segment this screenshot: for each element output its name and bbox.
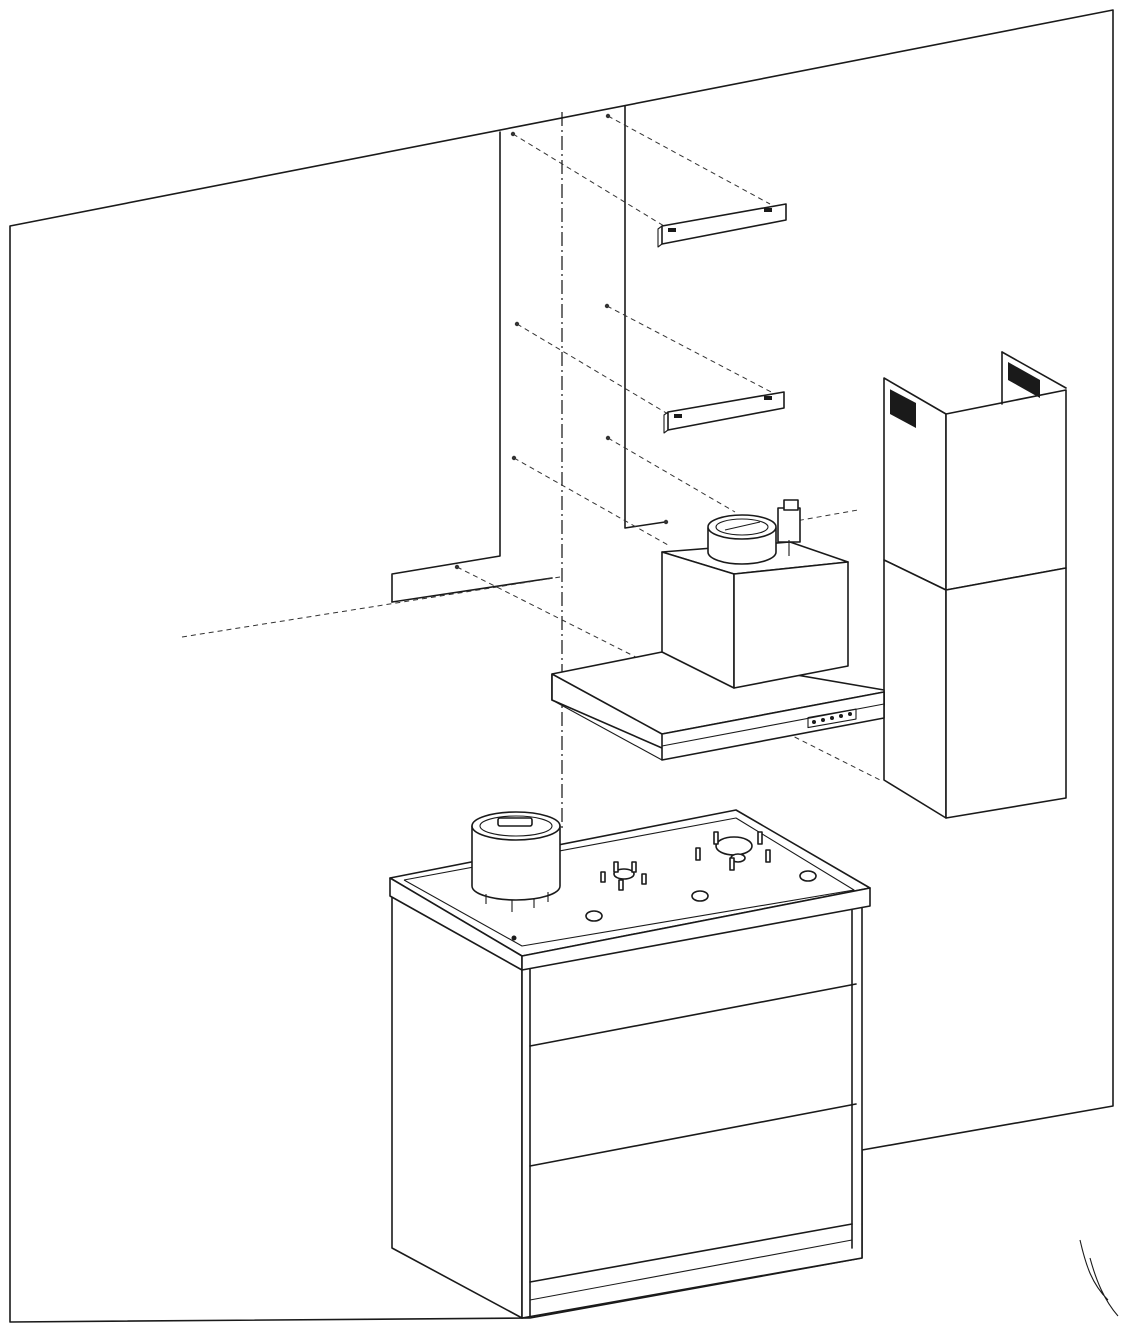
chimney-bracket-lower xyxy=(663,391,785,434)
chimney-bracket-upper xyxy=(657,203,787,248)
wall-mounting-panel xyxy=(391,105,666,603)
telescopic-chimney-cover xyxy=(883,351,1067,819)
burner-left xyxy=(600,861,647,891)
motor-housing xyxy=(661,499,849,689)
floor-mark xyxy=(1079,1239,1119,1317)
knobs xyxy=(585,870,817,922)
cooktop xyxy=(389,809,871,971)
burner-right xyxy=(695,831,771,871)
kitchen-cabinet xyxy=(391,895,863,1319)
pot xyxy=(471,811,561,912)
control-panel xyxy=(807,708,857,729)
hood-canopy xyxy=(551,651,885,761)
